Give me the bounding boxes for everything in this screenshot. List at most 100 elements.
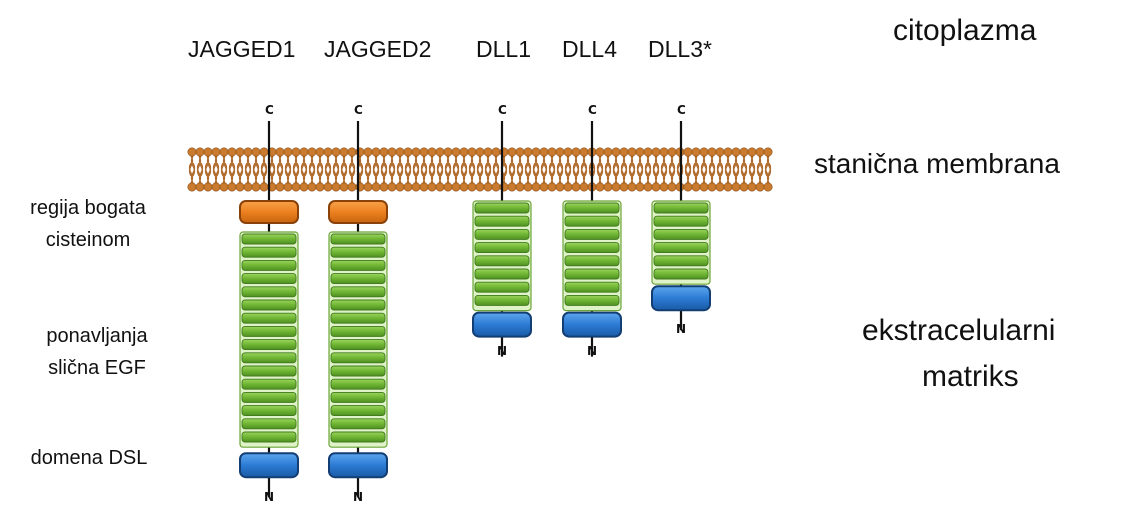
lipid-head <box>403 182 413 192</box>
egf-repeat <box>564 215 620 227</box>
lipid-tail <box>390 162 396 184</box>
lipid-tail <box>582 155 588 177</box>
lipid-head <box>579 147 589 157</box>
lipid-head <box>555 182 565 192</box>
lipid-tail <box>262 155 268 177</box>
egf-repeats <box>239 231 299 448</box>
lipid-tail <box>654 155 660 177</box>
egf-repeat <box>330 418 386 430</box>
lipid-head <box>459 147 469 157</box>
egf-repeat <box>330 339 386 351</box>
lipid-head <box>595 147 605 157</box>
lipid-tail <box>526 162 532 184</box>
egf-repeat <box>474 215 530 227</box>
egf-repeat <box>241 286 297 298</box>
lipid-head <box>315 182 325 192</box>
region-label-membrane: stanična membrana <box>814 148 1060 179</box>
domain-label-egf-2: slična EGF <box>48 357 146 379</box>
c-terminus-label-dll3: C <box>677 103 686 117</box>
lipid-tail <box>382 162 388 184</box>
lipid-head <box>515 182 525 192</box>
lipid-head <box>491 182 501 192</box>
lipid-head <box>539 182 549 192</box>
region-label-extracellular-2: matriks <box>922 360 1019 393</box>
lipid-tail <box>302 155 308 177</box>
egf-repeat <box>241 312 297 324</box>
lipid-tail <box>694 155 700 177</box>
cysteine-rich-region <box>239 200 299 224</box>
lipid-tail <box>358 155 364 177</box>
lipid-head <box>475 182 485 192</box>
lipid-head <box>523 182 533 192</box>
lipid-tail <box>750 162 756 184</box>
lipid-tail <box>478 155 484 177</box>
egf-repeat <box>330 312 386 324</box>
lipid-head <box>643 147 653 157</box>
lipid-tail <box>454 162 460 184</box>
lipid-head <box>235 182 245 192</box>
egf-repeat <box>330 352 386 364</box>
lipid-head <box>283 182 293 192</box>
lipid-tail <box>406 155 412 177</box>
lipid-head <box>659 182 669 192</box>
lipid-head <box>683 147 693 157</box>
lipid-head <box>611 182 621 192</box>
lipid-tail <box>390 155 396 177</box>
lipid-head <box>755 147 765 157</box>
protein-label-dll1: DLL1 <box>476 36 531 62</box>
lipid-head <box>195 182 205 192</box>
lipid-tail <box>430 162 436 184</box>
lipid-head <box>627 147 637 157</box>
lipid-tail <box>278 162 284 184</box>
lipid-tail <box>374 155 380 177</box>
lipid-head <box>275 182 285 192</box>
domain-label-cysteine-rich-2: cisteinom <box>45 229 131 251</box>
egf-repeat <box>241 405 297 417</box>
lipid-tail <box>454 155 460 177</box>
dsl-domain <box>328 452 388 479</box>
lipid-head <box>211 182 221 192</box>
protein-jagged1 <box>239 121 299 498</box>
lipid-head <box>555 147 565 157</box>
cysteine-rich-region <box>328 200 388 224</box>
lipid-tail <box>294 162 300 184</box>
lipid-head <box>307 182 317 192</box>
lipid-head <box>323 147 333 157</box>
lipid-head <box>491 147 501 157</box>
lipid-head <box>603 182 613 192</box>
lipid-tail <box>542 155 548 177</box>
lipid-head <box>483 182 493 192</box>
lipid-head <box>435 147 445 157</box>
lipid-head <box>627 182 637 192</box>
lipid-tail <box>470 162 476 184</box>
protein-dll4 <box>562 121 622 357</box>
egf-repeat <box>474 294 530 306</box>
lipid-tail <box>766 162 772 184</box>
egf-repeat <box>653 242 709 254</box>
lipid-tail <box>342 162 348 184</box>
egf-repeat <box>653 268 709 280</box>
lipid-head <box>659 147 669 157</box>
lipid-head <box>667 182 677 192</box>
lipid-head <box>243 182 253 192</box>
lipid-head <box>347 182 357 192</box>
lipid-tail <box>734 162 740 184</box>
lipid-head <box>251 182 261 192</box>
lipid-tail <box>734 155 740 177</box>
protein-label-dll4: DLL4 <box>562 36 617 62</box>
lipid-tail <box>286 155 292 177</box>
lipid-tail <box>302 162 308 184</box>
lipid-head <box>227 147 237 157</box>
lipid-head <box>651 182 661 192</box>
lipid-tail <box>702 155 708 177</box>
lipid-head <box>291 182 301 192</box>
lipid-head <box>291 147 301 157</box>
lipid-tail <box>238 162 244 184</box>
lipid-tail <box>478 162 484 184</box>
lipid-tail <box>758 155 764 177</box>
n-terminus-label-dll4: N <box>587 344 598 358</box>
lipid-tail <box>382 155 388 177</box>
lipid-head <box>731 182 741 192</box>
lipid-head <box>443 182 453 192</box>
lipid-tail <box>614 155 620 177</box>
